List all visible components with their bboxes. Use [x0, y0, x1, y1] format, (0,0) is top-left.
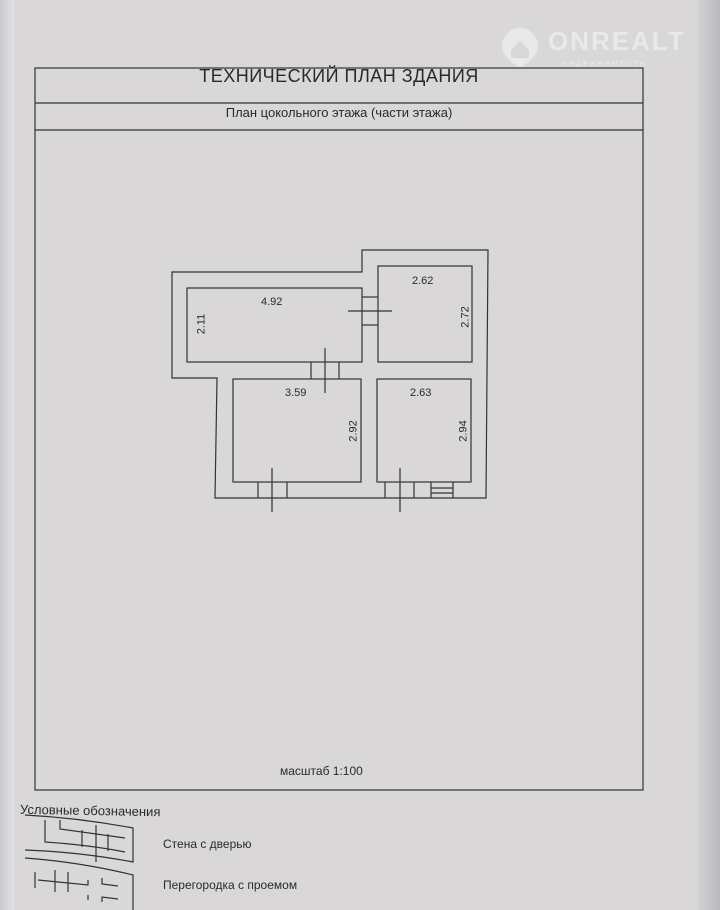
page-edge: [0, 0, 14, 910]
door-room4-exterior: [384, 468, 415, 512]
legend-item-wall-door: Стена с дверью: [163, 837, 252, 851]
door-room3-exterior: [257, 468, 288, 512]
room-2-depth: 2.72: [459, 306, 472, 328]
room-4: [376, 378, 472, 483]
door-room1-room2: [348, 296, 392, 326]
room-4-depth: 2.94: [457, 420, 470, 442]
scale-label: масштаб 1:100: [280, 764, 363, 778]
outer-wall: [171, 249, 489, 499]
house-logo-icon: [502, 28, 538, 68]
document-frame: [34, 67, 644, 791]
room-3: [232, 378, 362, 483]
legend-heading: Условные обозначения: [19, 801, 161, 820]
door-room1-room3: [310, 348, 340, 393]
document-title: ТЕХНИЧЕСКИЙ ПЛАН ЗДАНИЯ: [199, 66, 479, 86]
legend-symbol-partition-opening: [24, 857, 134, 910]
room-1-depth: 2.11: [195, 313, 208, 335]
legend-symbol-wall-door: [24, 814, 134, 863]
document-subtitle: План цокольного этажа (части этажа): [225, 105, 453, 120]
room-4-width: 2.63: [410, 387, 432, 399]
watermark-brand: ONREALT: [548, 26, 686, 56]
room-1-width: 4.92: [261, 296, 283, 308]
watermark-tagline: недвижимость: [562, 58, 647, 68]
room-2-width: 2.62: [412, 275, 434, 287]
room-2: [377, 265, 473, 363]
page-shadow: [698, 0, 720, 910]
window-room4: [430, 482, 454, 498]
room-3-width: 3.59: [285, 387, 307, 399]
legend-item-partition-opening: Перегородка с проемом: [163, 878, 298, 892]
room-3-depth: 2.92: [347, 420, 360, 442]
watermark: ONREALT недвижимость: [500, 26, 684, 75]
